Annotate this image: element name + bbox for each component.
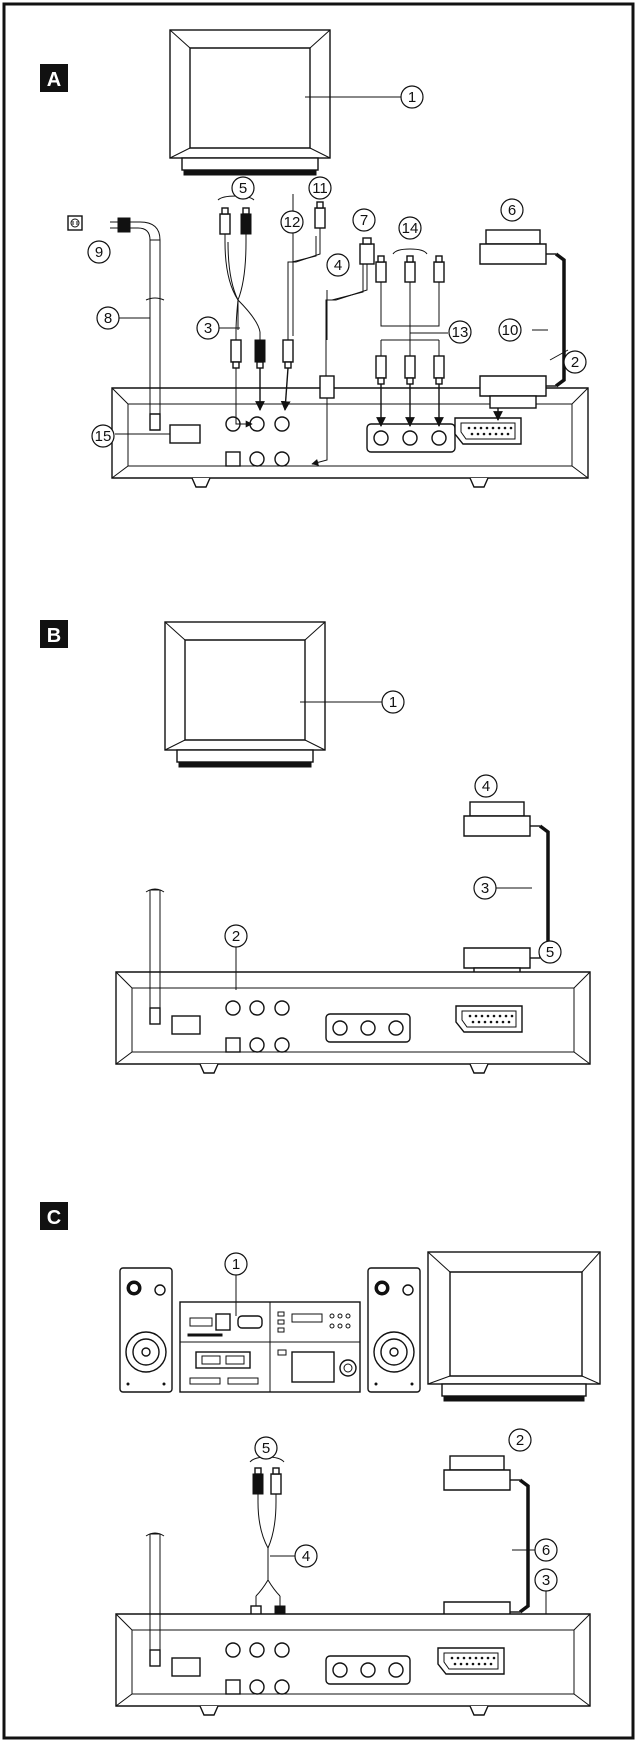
callout-a-7: 7 (352, 208, 376, 232)
rear-jacks-b (225, 1000, 290, 1053)
svg-text:1: 1 (389, 694, 397, 711)
antenna-c (145, 1532, 165, 1667)
speaker-icon (119, 1267, 173, 1393)
svg-text:5: 5 (546, 944, 554, 961)
svg-text:5: 5 (239, 180, 247, 197)
callout-a-8: 8 (96, 306, 120, 330)
antenna-cable (110, 217, 165, 431)
svideo-cable-a (311, 237, 375, 466)
svg-text:13: 13 (452, 324, 469, 341)
callout-b-1: 1 (381, 690, 405, 714)
svg-text:5: 5 (262, 1440, 270, 1457)
section-b-label: B (40, 620, 68, 648)
callout-a-13: 13 (448, 320, 472, 344)
component-jacks-b (325, 1013, 411, 1043)
svg-text:4: 4 (334, 257, 342, 274)
section-c: C (40, 1202, 601, 1716)
svg-text:3: 3 (542, 1572, 550, 1589)
svg-text:9: 9 (95, 244, 103, 261)
rear-jacks-a (225, 416, 290, 467)
section-a-label: A (40, 64, 68, 92)
callout-a-5: 5 (231, 176, 255, 200)
svg-text:B: B (47, 625, 61, 647)
svg-text:2: 2 (571, 354, 579, 371)
display-panel (171, 1657, 201, 1677)
callout-a-1: 1 (400, 85, 424, 109)
callout-a-11: 11 (308, 176, 332, 200)
section-a: A (40, 29, 589, 488)
callout-a-2: 2 (563, 350, 587, 374)
tv-icon (164, 621, 326, 768)
hifi-system (119, 1267, 421, 1393)
scart-socket-a (454, 417, 522, 445)
callout-c-3: 3 (534, 1568, 558, 1592)
svg-text:8: 8 (104, 310, 112, 327)
callout-a-9: 9 (87, 240, 111, 264)
scart-socket-c (437, 1647, 505, 1675)
callout-c-2: 2 (508, 1428, 532, 1452)
callout-a-3: 3 (196, 316, 220, 340)
callout-a-14: 14 (398, 216, 422, 240)
speaker-icon (367, 1267, 421, 1393)
tv-icon (427, 1251, 601, 1402)
svg-text:A: A (47, 69, 61, 91)
svg-text:1: 1 (232, 1256, 240, 1273)
display-panel (171, 1015, 201, 1035)
tv-icon (169, 29, 331, 176)
svg-text:12: 12 (284, 214, 301, 231)
callout-b-5: 5 (538, 940, 562, 964)
display-panel (169, 424, 201, 444)
svg-text:11: 11 (312, 180, 328, 197)
rear-jacks-c (225, 1642, 290, 1695)
antenna-b (145, 888, 165, 1025)
component-jacks-a (366, 423, 456, 453)
svg-text:4: 4 (482, 778, 490, 795)
callout-c-6: 6 (534, 1538, 558, 1562)
svg-text:2: 2 (232, 928, 240, 945)
section-c-label: C (40, 1202, 68, 1230)
svg-text:14: 14 (402, 220, 419, 237)
scart-cable-a (478, 228, 566, 410)
callout-c-4: 4 (294, 1544, 318, 1568)
svg-text:6: 6 (542, 1542, 550, 1559)
section-b: B 1 4 3 5 2 (40, 620, 591, 1074)
component-cable-a (375, 248, 448, 427)
svg-text:7: 7 (360, 212, 368, 229)
callout-c-1: 1 (224, 1252, 248, 1276)
svg-text:15: 15 (95, 428, 112, 445)
svg-text:3: 3 (204, 320, 212, 337)
svg-text:C: C (47, 1207, 61, 1229)
callout-a-6: 6 (500, 198, 524, 222)
svg-text:10: 10 (502, 322, 519, 339)
callout-b-4: 4 (474, 774, 498, 798)
scart-cable-c (442, 1454, 530, 1636)
svg-text:1: 1 (408, 89, 416, 106)
scart-socket-b (455, 1005, 523, 1033)
callout-a-10: 10 (498, 318, 522, 342)
callout-b-2: 2 (224, 924, 248, 948)
component-jacks-c (325, 1655, 411, 1685)
callout-a-4: 4 (326, 253, 350, 277)
svg-text:3: 3 (481, 880, 489, 897)
callout-c-5: 5 (254, 1436, 278, 1460)
callout-b-3: 3 (473, 876, 497, 900)
power-outlet-icon (67, 215, 83, 231)
svg-text:4: 4 (302, 1548, 310, 1565)
callout-a-15: 15 (91, 424, 115, 448)
callout-a-12: 12 (280, 210, 304, 234)
svg-text:2: 2 (516, 1432, 524, 1449)
svg-text:6: 6 (508, 202, 516, 219)
